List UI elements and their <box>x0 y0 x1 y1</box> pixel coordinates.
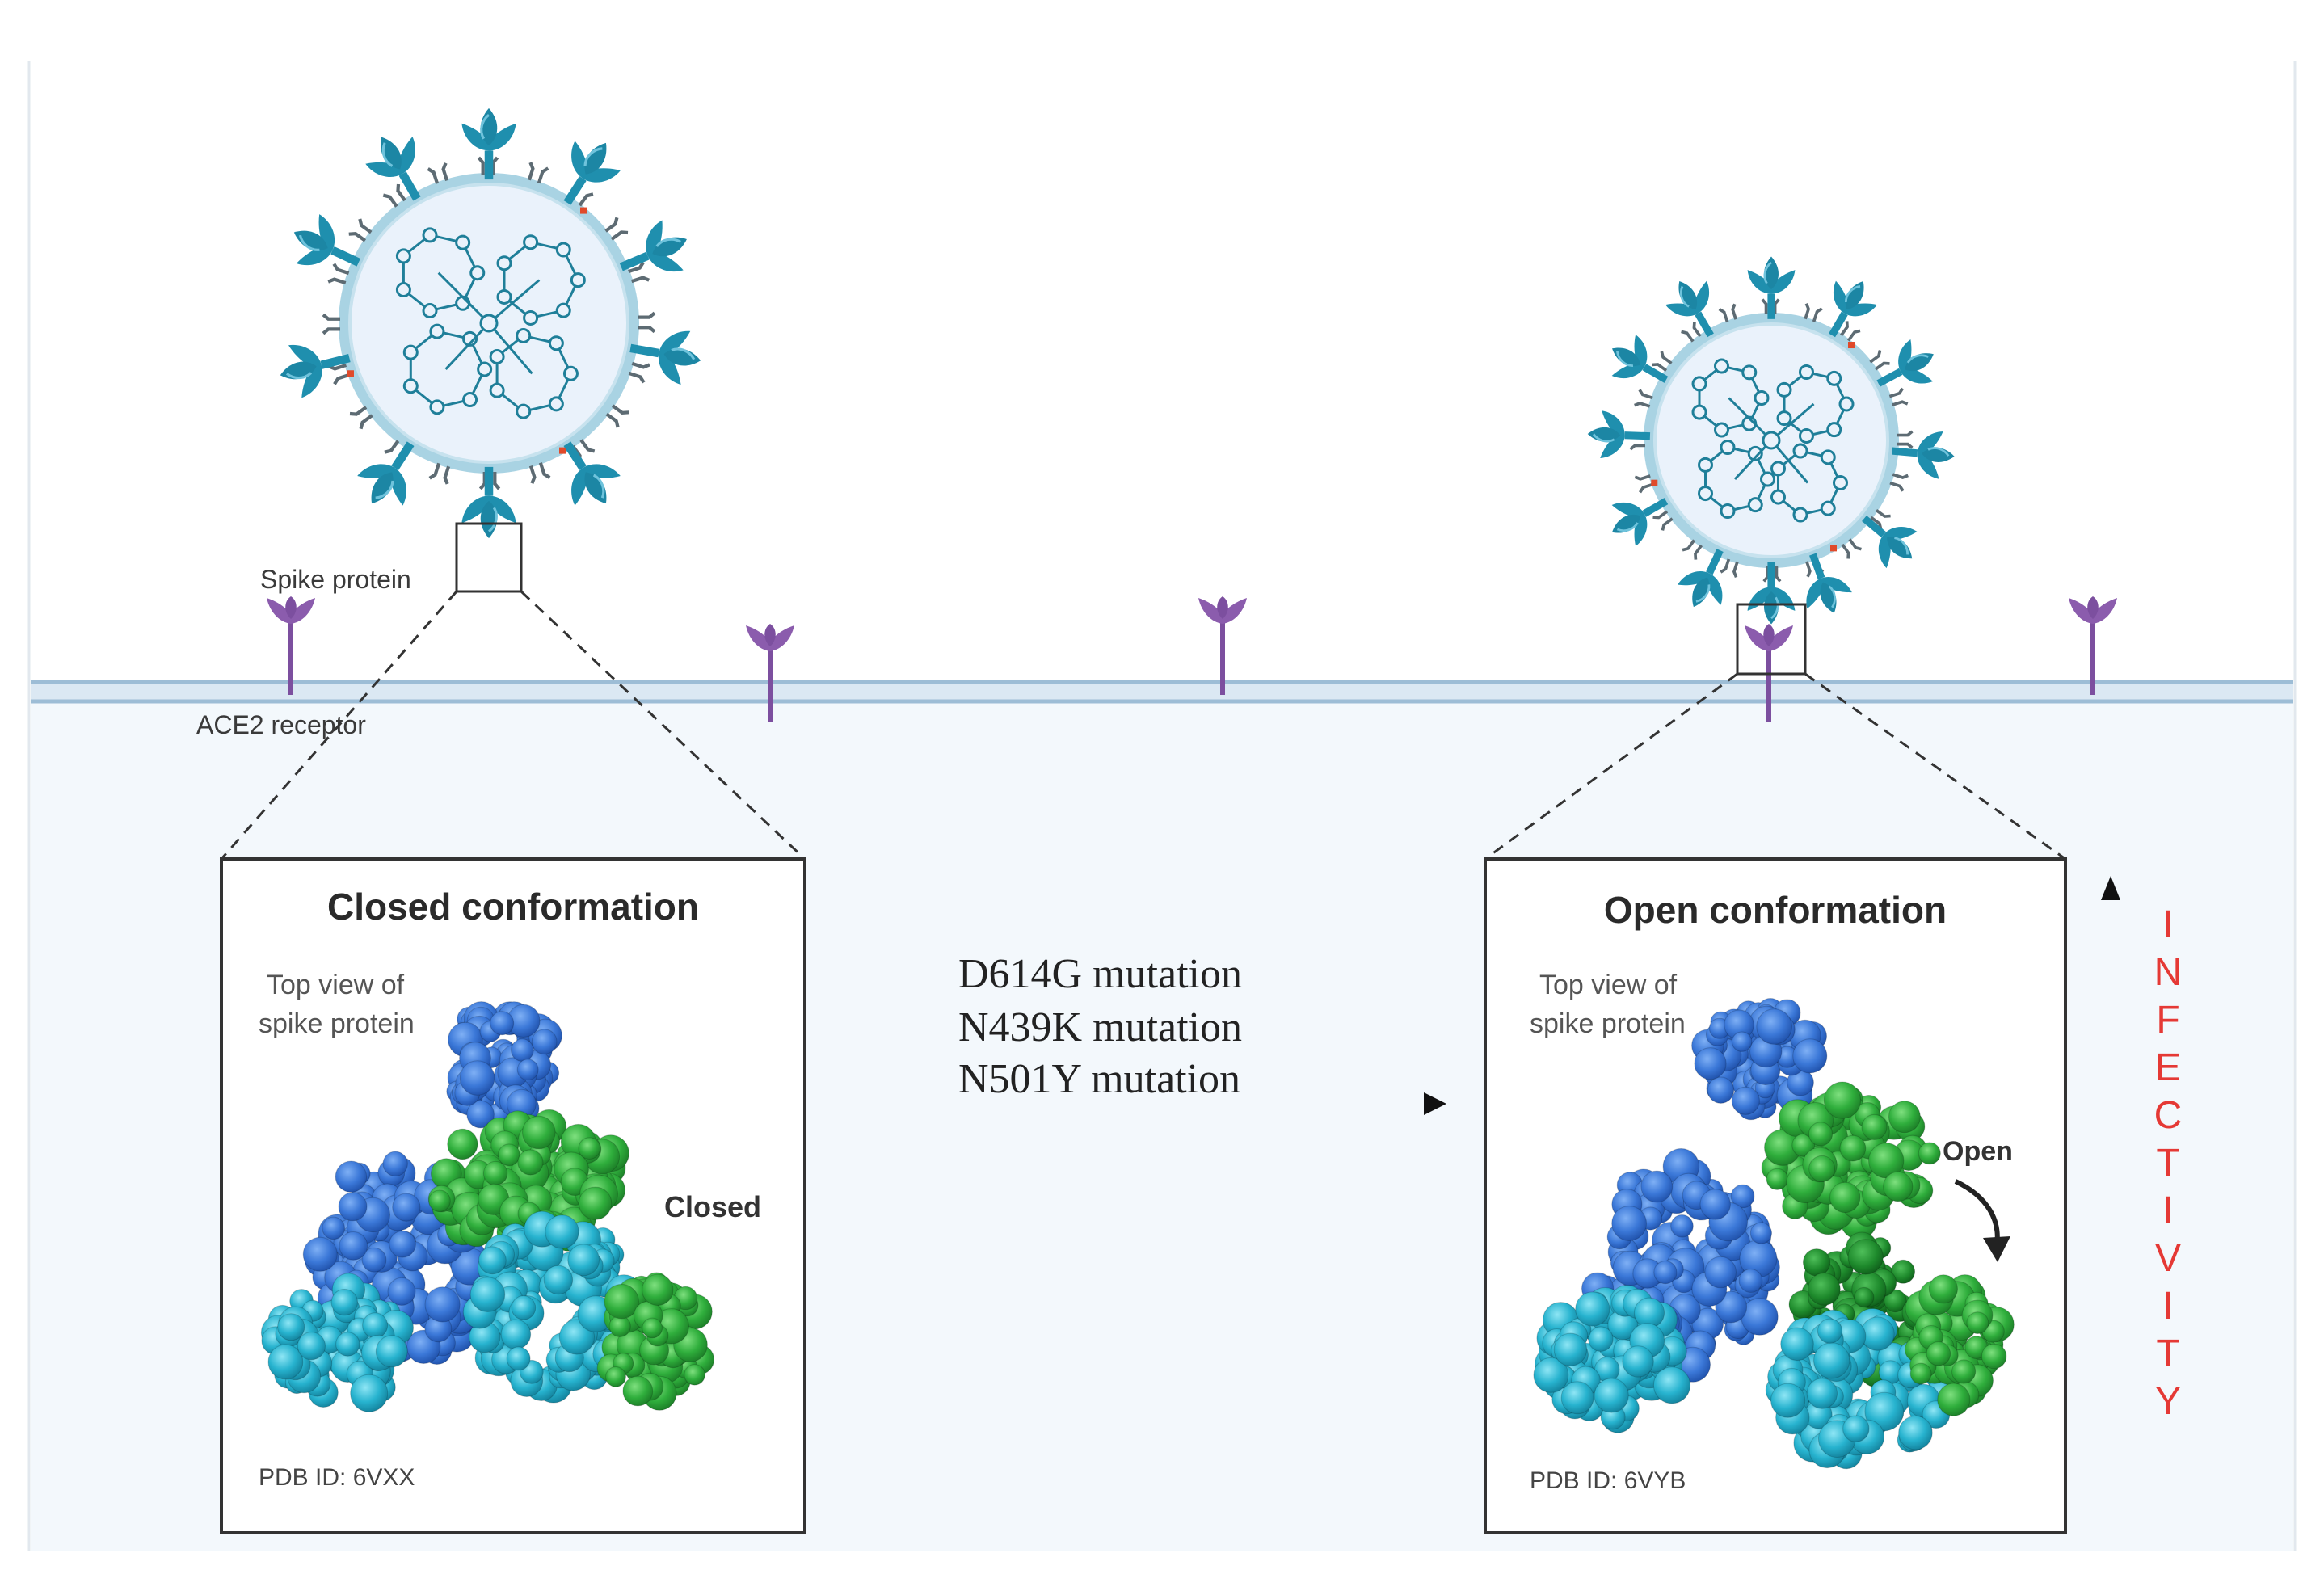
closed-spike-protein-structure <box>260 1001 715 1412</box>
cell-membrane <box>31 680 2293 704</box>
zoom-box-closed <box>455 522 523 593</box>
infectivity-letter: F <box>2156 999 2179 1042</box>
infectivity-letter: T <box>2156 1142 2179 1185</box>
zoom-box-open <box>1736 603 1807 676</box>
mutation-d614g: D614G mutation <box>958 951 1242 997</box>
infectivity-letter: Y <box>2155 1380 2181 1423</box>
infectivity-letter: I <box>2162 1285 2173 1328</box>
mutation-n439k: N439K mutation <box>958 1004 1242 1050</box>
open-caption-line-1: Top view of <box>1539 970 1678 1000</box>
mutation-n501y: N501Y mutation <box>958 1056 1240 1102</box>
zoom-lines <box>220 590 2066 861</box>
mutation-arrow <box>810 1092 1446 1115</box>
open-spike-protein-structure <box>1533 998 2015 1470</box>
virus-right <box>1585 255 1958 625</box>
closed-caption-line-1: Top view of <box>267 970 405 1000</box>
infectivity-axis <box>2101 876 2120 1523</box>
infectivity-letter: E <box>2155 1046 2181 1089</box>
open-rotation-arrowhead <box>1983 1236 2010 1262</box>
infectivity-letter: I <box>2162 1189 2173 1232</box>
open-pdb-id: PDB ID: 6VYB <box>1530 1467 1686 1494</box>
open-caption-line-2: spike protein <box>1530 1008 1686 1039</box>
infectivity-letter: C <box>2154 1094 2183 1137</box>
virus-left <box>272 107 707 540</box>
closed-pdb-id: PDB ID: 6VXX <box>259 1464 415 1491</box>
open-panel-box <box>1484 857 2067 1534</box>
closed-panel-title: Closed conformation <box>327 886 699 928</box>
infectivity-letter: T <box>2156 1332 2179 1375</box>
closed-state-label: Closed <box>664 1190 761 1223</box>
open-panel-title: Open conformation <box>1604 889 1947 931</box>
spike-protein-label: Spike protein <box>260 565 411 594</box>
infectivity-letter: V <box>2155 1237 2181 1280</box>
open-conformation-panel: Open conformation Top view of spike prot… <box>1484 857 2067 1534</box>
open-state-label: Open <box>1943 1136 2013 1167</box>
closed-conformation-panel: Closed conformation Top view of spike pr… <box>220 857 806 1534</box>
closed-caption-line-2: spike protein <box>259 1008 415 1039</box>
mutation-list: D614G mutation N439K mutation N501Y muta… <box>958 951 1242 1102</box>
infectivity-letter: N <box>2154 951 2183 994</box>
infectivity-letter: I <box>2162 903 2173 946</box>
